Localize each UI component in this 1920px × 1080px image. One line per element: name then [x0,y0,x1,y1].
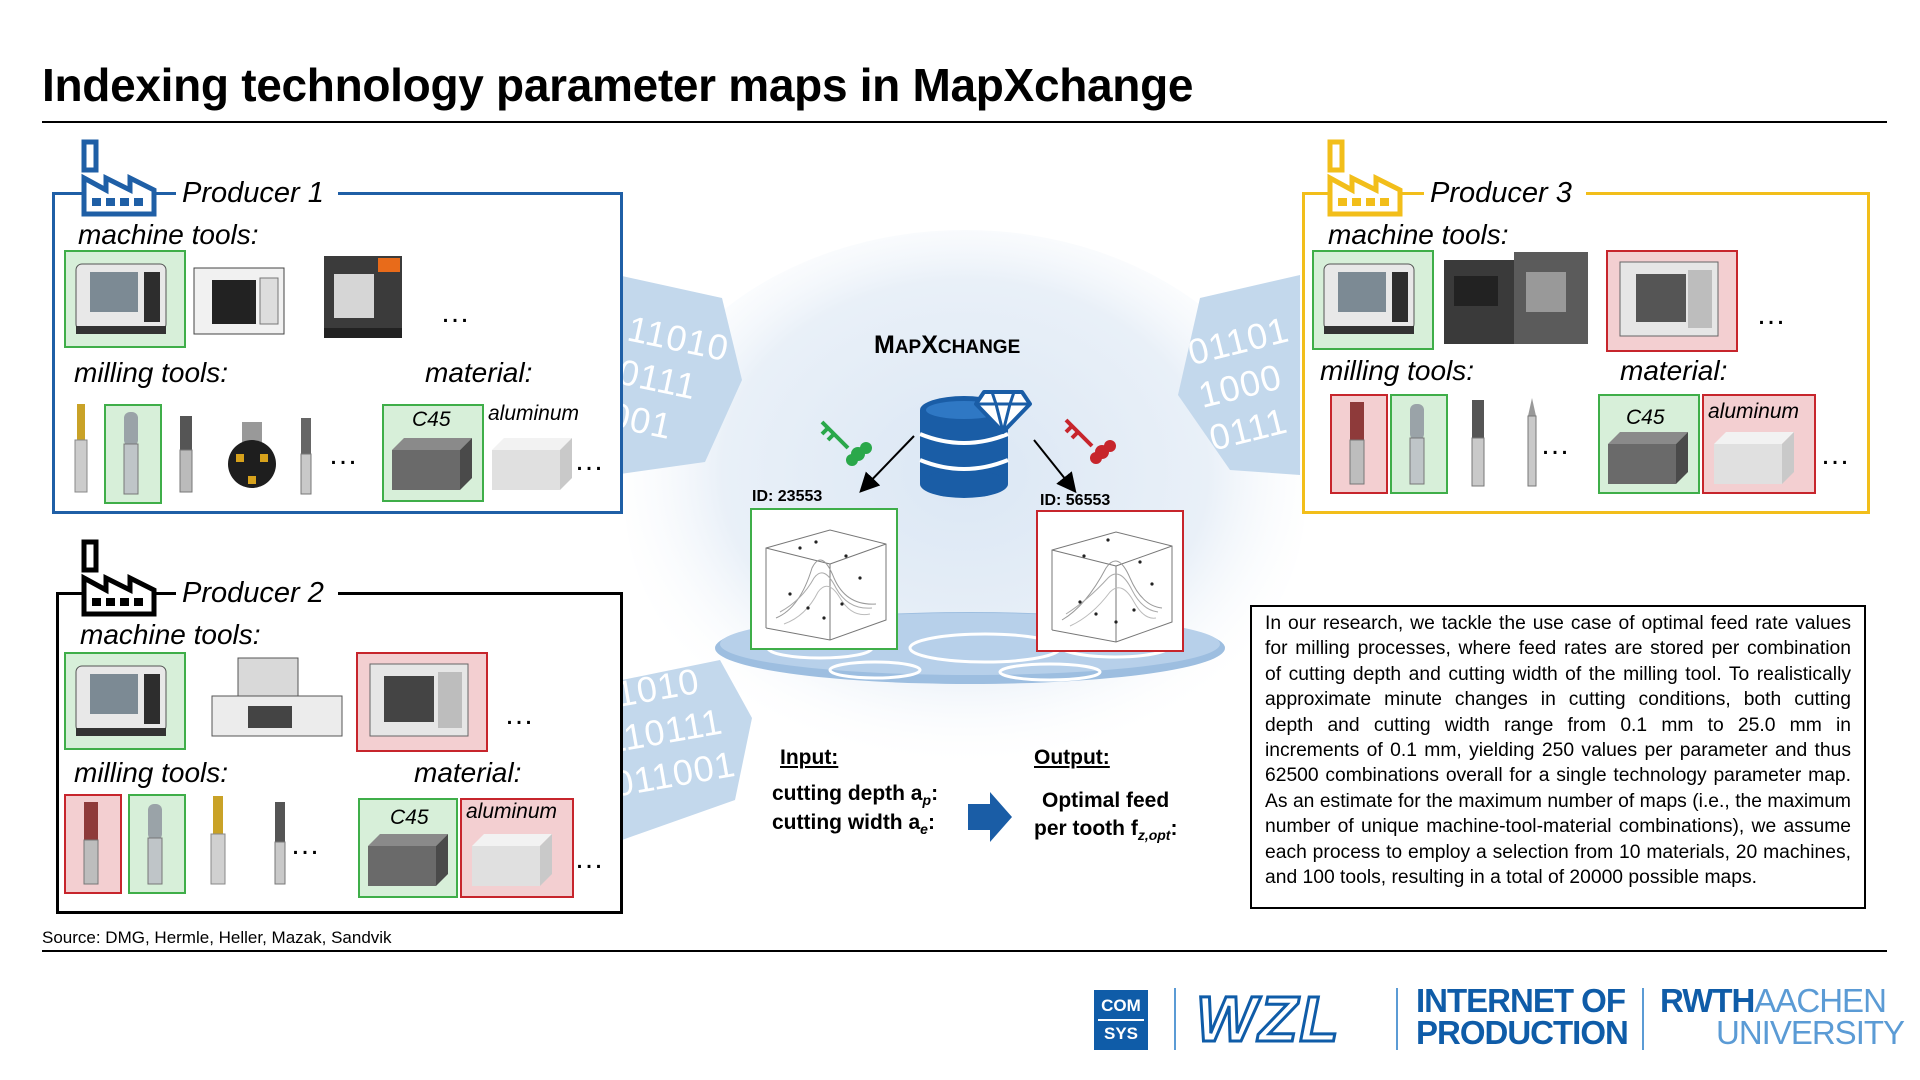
more-machines-ellipsis: … [1756,298,1786,331]
milling-tool-image [74,404,88,493]
milling-tool-image [1349,402,1365,485]
milling-tool-image [147,804,163,885]
factory-icon [1327,139,1403,217]
machine-tool-image [369,663,469,737]
logo-separator [1396,988,1398,1050]
more-tools-ellipsis: … [328,438,358,471]
milling-tool-image [123,412,139,495]
parameter-map-plot-right [1036,510,1184,652]
material-name: C45 [1626,406,1665,429]
machine-tool-image [1323,263,1415,334]
material-block-image [1714,432,1794,484]
input-cutting-depth: cutting depth ap: [772,782,939,809]
machine-tool-image [193,267,285,335]
milling-tool-image [300,418,312,495]
milling-tool-image [1527,398,1537,487]
producer3-material-label: material: [1620,355,1728,386]
machine-tool-image [75,263,167,334]
material-block-image [472,834,552,886]
machine-tool-image [1444,252,1588,344]
image-source-note: Source: DMG, Hermle, Heller, Mazak, Sand… [42,928,392,947]
footer-divider [42,950,1887,952]
machine-tool-image [211,657,343,737]
producer3-milling-label: milling tools: [1320,355,1475,386]
internet-of-production-logo: INTERNET OF PRODUCTION [1416,982,1629,1051]
logo-separator [1174,988,1176,1050]
output-feed-per-tooth: per tooth fz,opt: [1034,817,1178,844]
machine-tool-image [1619,261,1719,337]
more-machines-ellipsis: … [504,698,534,731]
more-materials-ellipsis: … [574,444,604,477]
material-name: aluminum [1708,400,1800,423]
machine-tool-image [75,665,167,736]
material-block-image [1608,432,1688,484]
logo-separator [1642,988,1644,1050]
material-name: C45 [390,806,429,829]
producer3-machine-label: machine tools: [1328,219,1509,250]
material-name: aluminum [466,800,558,823]
machine-tool-image [324,256,402,338]
mapxchange-wordmark: MAPXCHANGE [874,331,1021,359]
material-name: aluminum [488,402,580,425]
milling-tool-image [1409,404,1425,485]
producer2-machine-label: machine tools: [80,619,261,650]
output-title: Output: [1034,746,1110,769]
green-key-icon [820,420,872,466]
wzl-logo: WZL [1195,982,1341,1057]
milling-tool-image [1471,400,1485,487]
factory-icon [81,139,157,217]
data-arrow-producer2 [622,660,752,840]
producer1-machine-label: machine tools: [78,219,259,250]
milling-tool-image [210,796,226,885]
producer2-title: Producer 2 [176,577,338,610]
producer2-milling-label: milling tools: [74,757,229,788]
title-divider [42,121,1887,123]
producer3-title: Producer 3 [1424,177,1586,210]
material-block-image [492,438,572,490]
map-id-left: ID: 23553 [752,488,823,505]
data-arrow-producer1 [620,276,742,474]
red-key-icon [1064,418,1116,464]
material-block-image [392,438,472,490]
milling-tool-image [83,802,99,885]
diamond-icon [974,390,1032,434]
more-materials-ellipsis: … [574,842,604,875]
page-title: Indexing technology parameter maps in Ma… [42,59,1194,111]
data-arrow-producer3 [1178,275,1300,475]
input-title: Input: [780,746,839,769]
milling-tool-image [179,416,193,493]
factory-icon [81,539,157,617]
producer1-milling-label: milling tools: [74,357,229,388]
more-tools-ellipsis: … [290,828,320,861]
output-optimal-feed: Optimal feed [1042,789,1170,812]
parameter-map-plot-left [750,508,898,650]
milling-tool-image [274,802,286,885]
retrieval-arrows [859,435,1077,494]
producer1-title: Producer 1 [176,177,338,210]
more-materials-ellipsis: … [1820,438,1850,471]
input-cutting-width: cutting width ae: [772,811,935,838]
input-output-arrow [968,792,1012,842]
research-description: In our research, we tackle the use case … [1250,605,1866,909]
milling-tool-image [228,422,276,488]
rwth-aachen-logo: RWTHAACHEN UNIVERSITY [1660,982,1905,1051]
comsys-logo: COM SYS [1094,990,1148,1050]
map-id-right: ID: 56553 [1040,492,1111,509]
material-block-image [368,834,448,886]
producer1-material-label: material: [425,357,533,388]
more-machines-ellipsis: … [440,296,470,329]
material-name: C45 [412,408,451,431]
more-tools-ellipsis: … [1540,428,1570,461]
producer2-material-label: material: [414,757,522,788]
